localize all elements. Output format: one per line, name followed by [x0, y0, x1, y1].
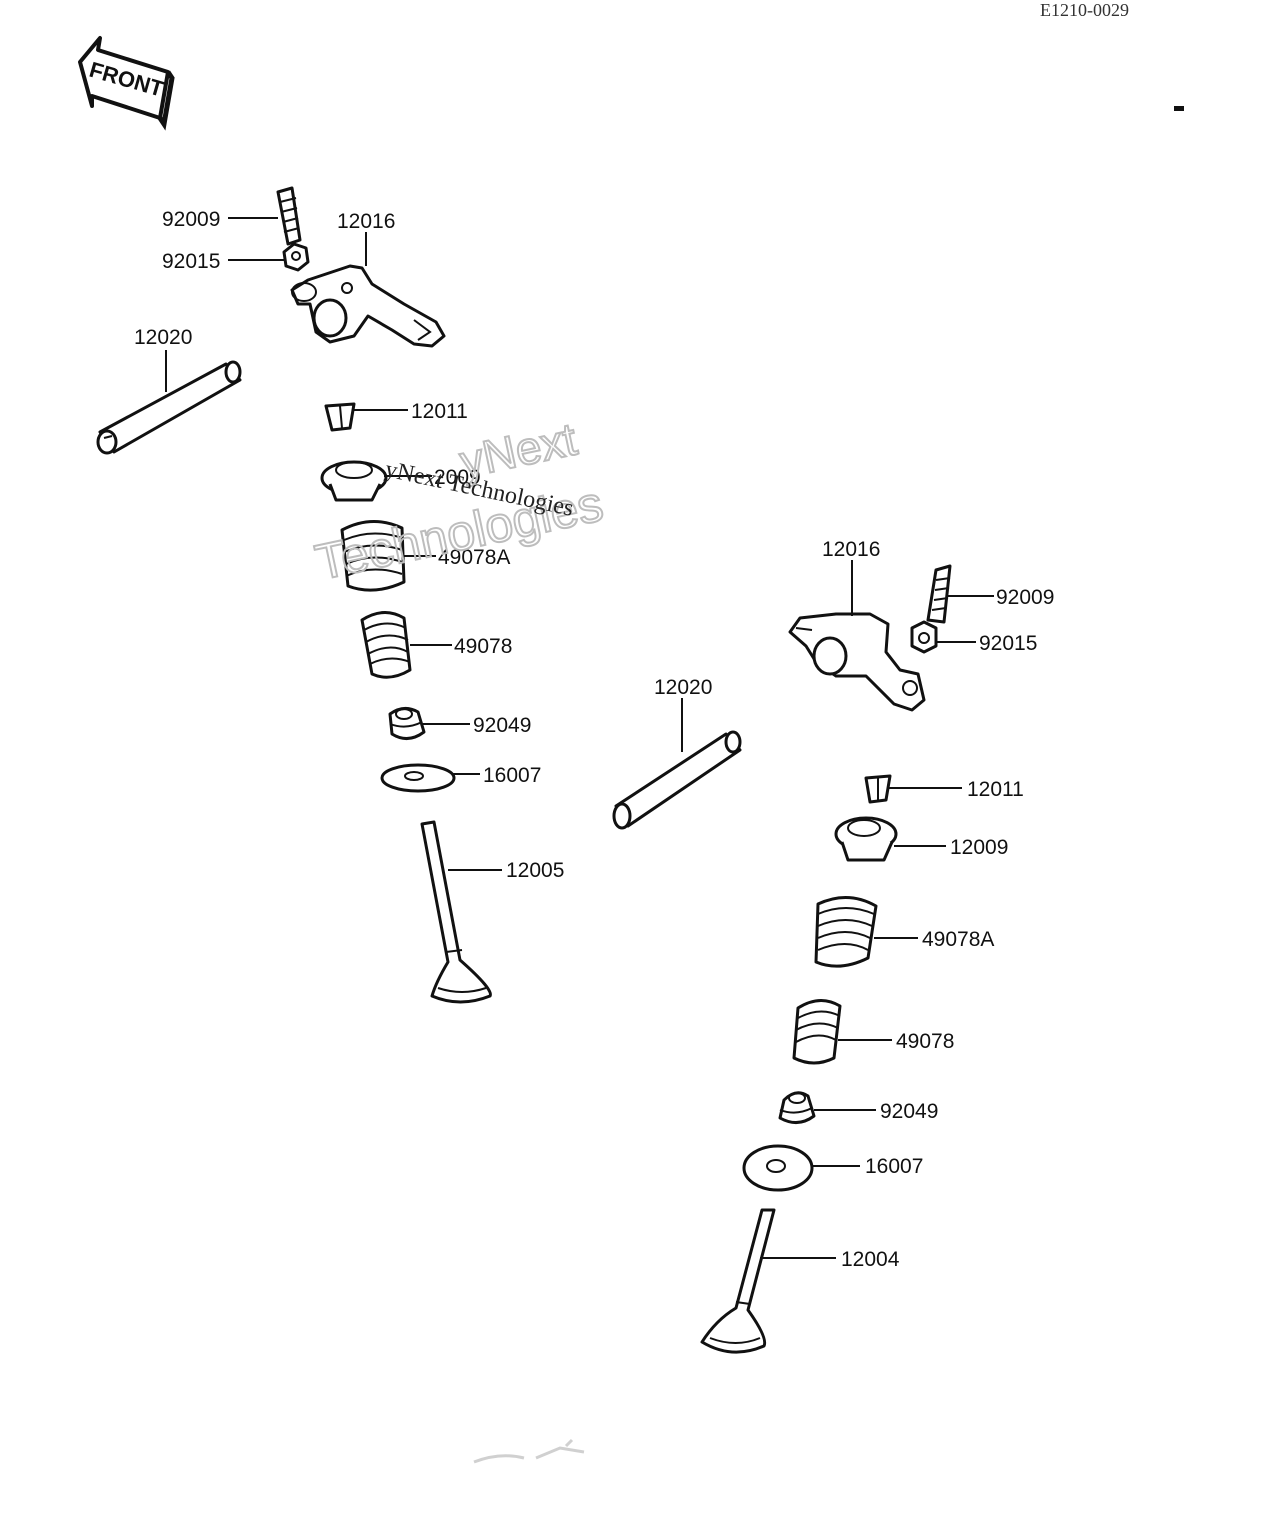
- valve-stem-seal-left: [388, 707, 426, 740]
- spring-retainer-left: [320, 460, 388, 502]
- part-label-12016-left: 12016: [337, 210, 395, 233]
- part-label-49078-left: 49078: [454, 635, 512, 658]
- part-label-12004: 12004: [841, 1248, 900, 1271]
- part-label-92009-left: 92009: [162, 208, 220, 231]
- rocker-arm-right: [788, 612, 926, 712]
- part-label-16007-right: 16007: [865, 1155, 923, 1178]
- rocker-shaft-left: [96, 360, 242, 455]
- locknut-right: [910, 620, 938, 654]
- spring-seat-right: [742, 1144, 814, 1192]
- part-label-12005: 12005: [506, 859, 564, 882]
- part-label-16007-left: 16007: [483, 764, 541, 787]
- locknut-left: [282, 242, 310, 272]
- valve-keeper-left: [324, 402, 356, 432]
- part-label-12009-left: 2009: [434, 466, 481, 489]
- leader-lines: [165, 217, 994, 1259]
- rocker-shaft-right: [612, 730, 742, 830]
- part-label-92009-right: 92009: [996, 586, 1054, 609]
- part-label-12011-right: 12011: [967, 778, 1024, 801]
- exhaust-valve: [420, 820, 492, 1004]
- part-label-92049-right: 92049: [880, 1100, 938, 1123]
- corner-mark: [1174, 106, 1184, 111]
- watermark-fragment: [473, 1438, 585, 1464]
- part-label-12020-right: 12020: [654, 676, 712, 699]
- outer-valve-spring-right: [814, 896, 878, 968]
- spring-seat-left: [380, 763, 456, 793]
- part-label-92049-left: 92049: [473, 714, 531, 737]
- intake-valve: [700, 1208, 776, 1354]
- part-label-12009-right: 12009: [950, 836, 1008, 859]
- rocker-arm-left: [290, 264, 446, 348]
- document-code: E1210-0029: [1040, 0, 1129, 20]
- spring-retainer-right: [834, 816, 898, 862]
- part-label-49078a-left: 49078A: [438, 546, 510, 569]
- part-label-12011-left: 12011: [411, 400, 468, 423]
- part-label-92015-left: 92015: [162, 250, 220, 273]
- part-label-12020-left: 12020: [134, 326, 192, 349]
- adjusting-screw-right: [926, 564, 952, 624]
- inner-valve-spring-right: [792, 999, 842, 1065]
- adjusting-screw-left: [276, 186, 302, 246]
- watermark: yNext Technologies yNext Technologies: [310, 411, 609, 1464]
- front-arrow-icon: FRONT: [78, 36, 175, 131]
- valve-keeper-right: [864, 774, 892, 804]
- part-label-92015-right: 92015: [979, 632, 1037, 655]
- part-label-49078-right: 49078: [896, 1030, 954, 1053]
- part-label-49078a-right: 49078A: [922, 928, 994, 951]
- part-label-12016-right: 12016: [822, 538, 880, 561]
- inner-valve-spring-left: [360, 611, 412, 679]
- valve-stem-seal-right: [778, 1091, 816, 1124]
